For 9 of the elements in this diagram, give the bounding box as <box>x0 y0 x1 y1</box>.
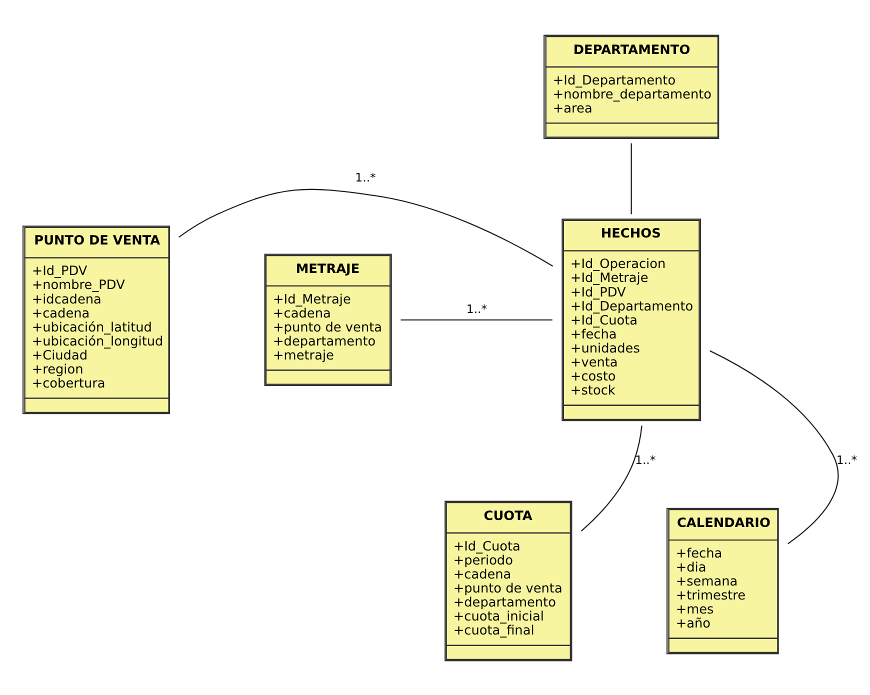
edge-label: 1..* <box>634 452 656 466</box>
connector <box>709 350 838 544</box>
edge-label: 1..* <box>466 301 487 316</box>
edge-label: 1..* <box>354 170 376 184</box>
connector <box>178 188 553 266</box>
edge-label: 1..* <box>836 452 857 466</box>
connector <box>630 142 632 214</box>
connector <box>580 425 642 532</box>
connector <box>400 318 552 320</box>
